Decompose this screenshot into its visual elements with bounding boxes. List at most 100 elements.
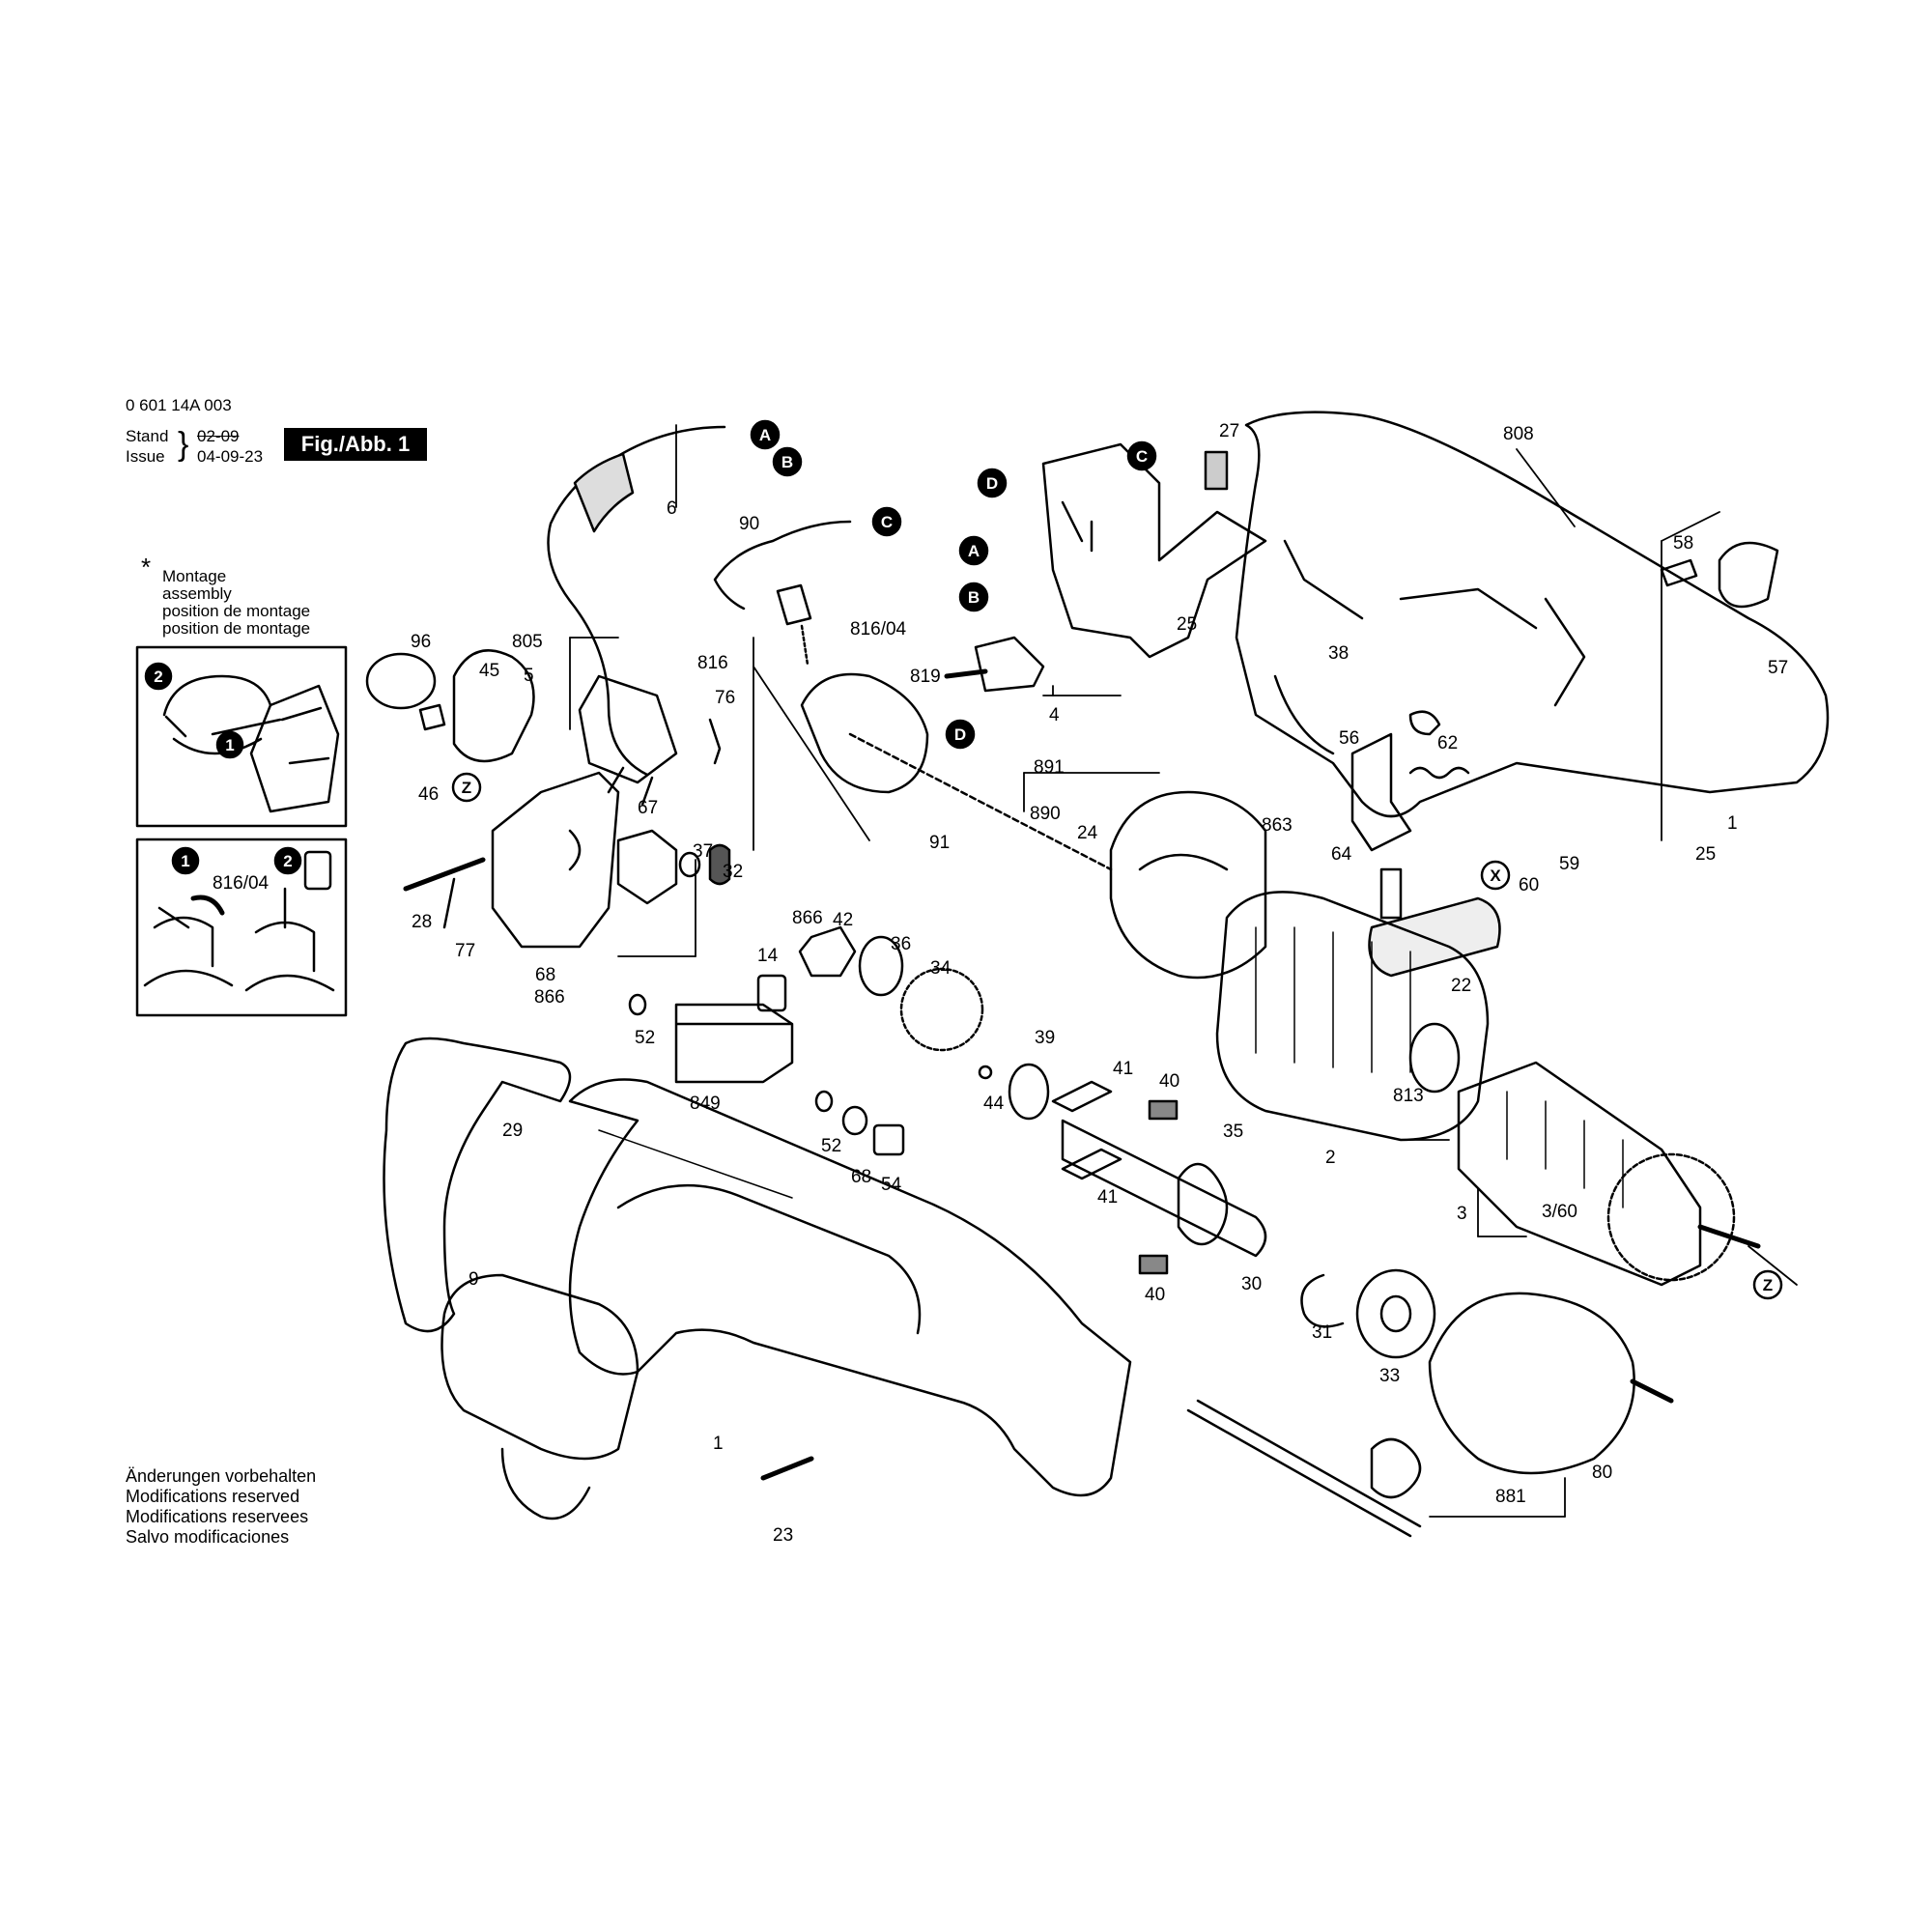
part-label-808: 808 [1503, 424, 1534, 444]
fan-3-60 [1606, 1152, 1736, 1282]
inset2-marker-1: 1 [171, 846, 200, 875]
cover-9 [440, 1273, 639, 1461]
inset-clip-left [143, 906, 234, 987]
part-label-38: 38 [1328, 643, 1349, 664]
svg-text:X: X [1490, 867, 1501, 885]
part-label-805: 805 [512, 632, 543, 652]
part-label-866: 866 [792, 908, 823, 928]
power-cord [547, 425, 726, 777]
inset-brush-part [303, 850, 332, 891]
part-label-849: 849 [690, 1094, 721, 1114]
connector-z-left: Z [451, 772, 482, 803]
part-label-819: 819 [910, 667, 941, 687]
spring-holder-56 [1350, 732, 1412, 852]
switch-body [1041, 442, 1267, 659]
inset-clip-right [244, 887, 335, 992]
leader-lines [569, 424, 1798, 1518]
bearing-68 [841, 1105, 868, 1136]
part-label-56: 56 [1339, 728, 1359, 749]
pinion-849 [674, 1003, 794, 1084]
svg-text:1: 1 [225, 736, 234, 754]
part-label-863: 863 [1262, 815, 1293, 836]
svg-text:2: 2 [283, 852, 292, 870]
svg-text:A: A [968, 542, 980, 560]
modifications-en: Modifications reserved [126, 1487, 300, 1506]
inset-brush-holder-ring [162, 674, 272, 755]
part-label-37: 37 [693, 841, 713, 862]
part-label-27: 27 [1219, 421, 1239, 441]
part-label-34: 34 [930, 958, 952, 979]
inset-brush-plate [249, 684, 340, 813]
switch-lever [974, 636, 1045, 693]
clip-41-bottom [1061, 1148, 1122, 1180]
switch-wire [713, 520, 852, 611]
part-label-813: 813 [1393, 1086, 1424, 1106]
spindle-30 [1061, 1119, 1267, 1258]
part-label-77: 77 [455, 941, 475, 961]
connector-b-switch: B [958, 582, 989, 612]
part-label-5: 5 [524, 666, 534, 686]
part-label-59: 59 [1559, 854, 1579, 874]
part-label-42: 42 [833, 910, 853, 930]
part-label-40: 40 [1159, 1071, 1179, 1092]
connector-z-right: Z [1752, 1269, 1783, 1300]
connector-x: X [1480, 860, 1511, 891]
inset-box-bottom [135, 838, 348, 1017]
part-label-30: 30 [1241, 1274, 1262, 1294]
connector-c-switch: C [1126, 440, 1157, 471]
part-label-891: 891 [1034, 757, 1065, 778]
label-27 [1204, 450, 1229, 491]
modifications-fr: Modifications reservees [126, 1507, 309, 1526]
part-label-52: 52 [635, 1028, 655, 1048]
part-label-90: 90 [739, 514, 759, 534]
chuck-80 [1428, 1292, 1635, 1475]
part-label-41: 41 [1113, 1059, 1133, 1079]
note-line-3: position de montage [162, 602, 311, 620]
note-line-4: position de montage [162, 619, 311, 638]
clip-41-top [1051, 1080, 1113, 1113]
modifications-es: Salvo modificaciones [126, 1527, 290, 1547]
note-line-1: Montage [162, 567, 227, 585]
inset1-marker-1: 1 [215, 730, 244, 759]
part-label-62: 62 [1437, 733, 1458, 753]
inset2-label: 816/04 [213, 873, 270, 894]
part-label-4: 4 [1049, 705, 1060, 725]
field-coil-2 [1215, 891, 1490, 1142]
note-line-2: assembly [162, 584, 232, 603]
part-label-866: 866 [534, 987, 565, 1008]
brush-holder-ring [1109, 790, 1267, 980]
bearing-33 [1355, 1268, 1436, 1359]
connector-a-top: A [750, 419, 781, 450]
stand-date: 02-09 [197, 427, 240, 445]
part-label-68: 68 [851, 1167, 871, 1187]
clip-38 [1408, 710, 1441, 736]
connector-d-wire: D [945, 719, 976, 750]
housing-half-808 [1235, 411, 1830, 818]
part-label-816: 816 [697, 653, 728, 673]
chuck-key-881 [1186, 1399, 1422, 1538]
modifications-de: Änderungen vorbehalten [126, 1466, 317, 1486]
svg-text:B: B [968, 588, 980, 607]
part-label-23: 23 [773, 1525, 793, 1546]
spring-62 [1408, 766, 1470, 780]
gear-housing-866 [491, 771, 620, 949]
svg-text:D: D [954, 725, 966, 744]
armature-3 [1457, 1061, 1702, 1287]
label-plate-22 [1368, 896, 1501, 978]
nut-42 [798, 925, 857, 978]
issue-date: 04-09-23 [197, 447, 264, 466]
connector-a-switch: A [958, 535, 989, 566]
part-label-3: 3 [1457, 1204, 1467, 1224]
part-label-40: 40 [1145, 1285, 1165, 1305]
part-label-67: 67 [638, 798, 658, 818]
part-label-64: 64 [1331, 844, 1352, 865]
washer-36 [858, 935, 904, 997]
part-label-9: 9 [469, 1269, 479, 1290]
part-label-6: 6 [667, 498, 677, 519]
screw-28 [403, 857, 486, 892]
cap-57 [1718, 541, 1779, 609]
connector-d-switch: D [977, 468, 1008, 498]
svg-text:2: 2 [154, 668, 162, 686]
ball-44 [978, 1065, 993, 1080]
